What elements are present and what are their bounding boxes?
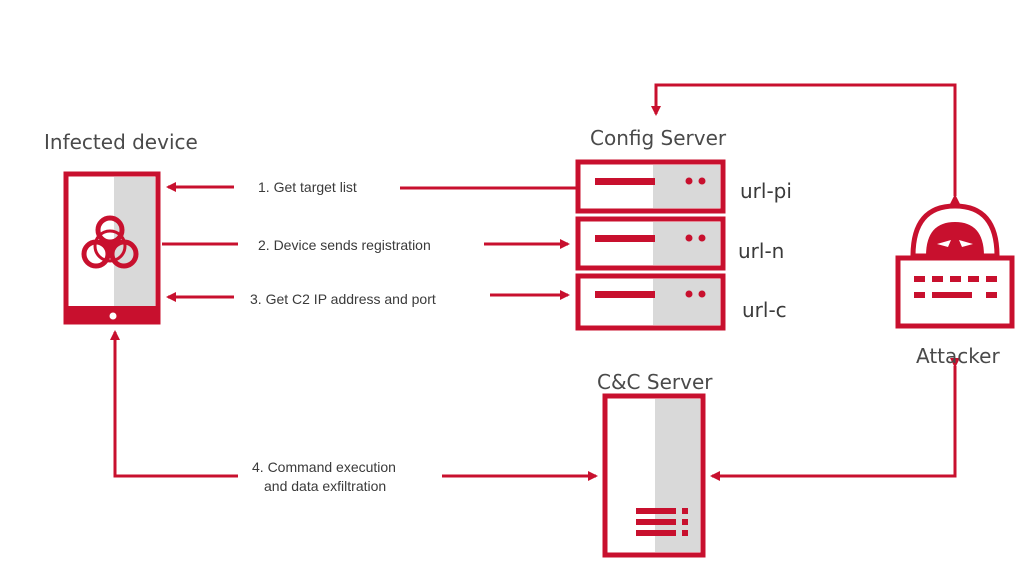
step-4-label-line1: 4. Command execution [252,459,396,475]
config-server-label: Config Server [590,126,727,150]
step-4-label-line2: and data exfiltration [264,478,387,494]
biohazard-icon [81,215,139,269]
step-3-label: 3. Get C2 IP address and port [250,291,436,307]
infected-device-label: Infected device [44,130,198,154]
slot-label-url-c: url-c [742,298,787,322]
arrow-step-3 [166,290,570,302]
config-server-rack [575,159,726,331]
step-1-label: 1. Get target list [258,179,357,195]
hooded-attacker-icon [895,203,1015,329]
arrow-attacker-config [651,83,960,204]
cc-server-label: C&C Server [597,370,713,394]
infected-device-phone [63,171,161,325]
step-2-label: 2. Device sends registration [258,237,431,253]
slot-label-url-n: url-n [738,239,785,263]
arrow-step-1 [166,182,576,192]
arrow-step-4 [110,330,598,481]
attacker-label: Attacker [916,344,1000,368]
cc-server-tower [602,393,706,558]
arrow-attacker-cc [710,358,960,481]
slot-label-url-pi: url-pi [740,179,792,203]
